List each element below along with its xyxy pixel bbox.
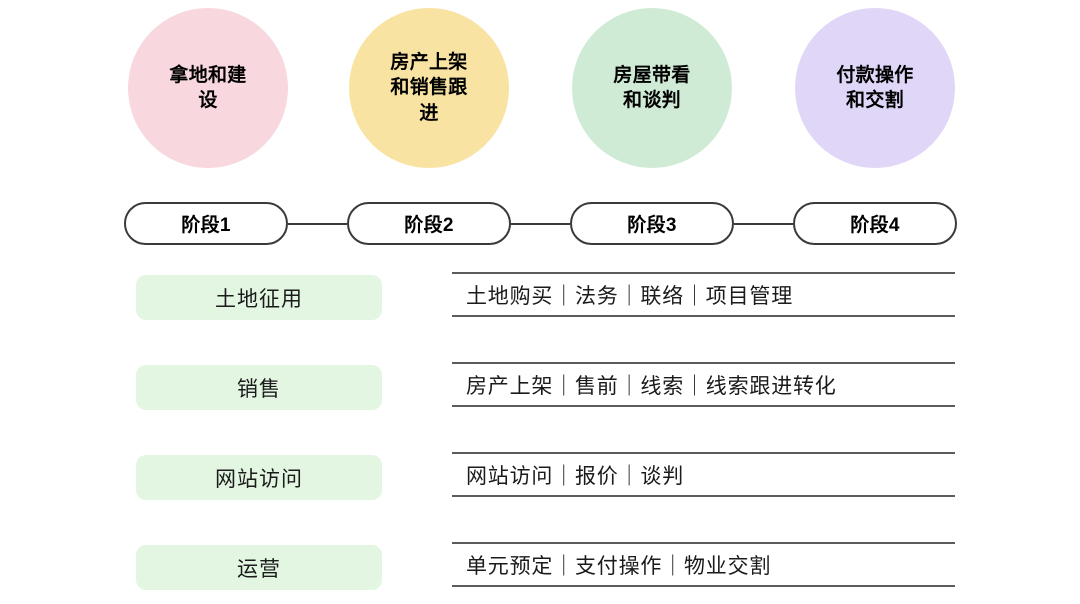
phase-circle-4-label: 付款操作 和交割: [836, 64, 914, 111]
stage-connector-3-4: [734, 223, 793, 225]
detail-box-4[interactable]: 单元预定｜支付操作｜物业交割: [452, 542, 955, 587]
detail-row: 土地征用 土地购买｜法务｜联络｜项目管理: [0, 265, 1080, 355]
stage-pill-3-label: 阶段3: [627, 215, 677, 236]
detail-box-3[interactable]: 网站访问｜报价｜谈判: [452, 452, 955, 497]
category-chip-1-label: 土地征用: [215, 287, 303, 311]
detail-box-1-text: 土地购买｜法务｜联络｜项目管理: [466, 284, 793, 308]
detail-row: 运营 单元预定｜支付操作｜物业交割: [0, 535, 1080, 599]
phase-circle-1[interactable]: 拿地和建 设: [128, 8, 288, 168]
stage-connector-1-2: [288, 223, 347, 225]
phase-circle-row: 拿地和建 设 房产上架 和销售跟 进 房屋带看 和谈判 付款操作 和交割: [0, 0, 1080, 180]
category-chip-3-label: 网站访问: [215, 467, 303, 491]
detail-row: 销售 房产上架｜售前｜线索｜线索跟进转化: [0, 355, 1080, 445]
phase-circle-2[interactable]: 房产上架 和销售跟 进: [349, 8, 509, 168]
category-chip-4[interactable]: 运营: [136, 545, 382, 590]
stage-pill-3[interactable]: 阶段3: [570, 202, 734, 245]
detail-box-2[interactable]: 房产上架｜售前｜线索｜线索跟进转化: [452, 362, 955, 407]
stage-pill-1[interactable]: 阶段1: [124, 202, 288, 245]
category-chip-2-label: 销售: [237, 377, 281, 401]
stage-pill-4[interactable]: 阶段4: [793, 202, 957, 245]
category-chip-3[interactable]: 网站访问: [136, 455, 382, 500]
category-chip-2[interactable]: 销售: [136, 365, 382, 410]
stage-pill-1-label: 阶段1: [181, 215, 231, 236]
stage-pill-4-label: 阶段4: [850, 215, 900, 236]
detail-box-3-text: 网站访问｜报价｜谈判: [466, 464, 684, 488]
phase-circle-4[interactable]: 付款操作 和交割: [795, 8, 955, 168]
stage-pill-2-label: 阶段2: [404, 215, 454, 236]
phase-circle-2-label: 房产上架 和销售跟 进: [390, 52, 468, 124]
detail-box-2-text: 房产上架｜售前｜线索｜线索跟进转化: [466, 374, 837, 398]
phase-circle-3[interactable]: 房屋带看 和谈判: [572, 8, 732, 168]
detail-row: 网站访问 网站访问｜报价｜谈判: [0, 445, 1080, 535]
phase-circle-3-label: 房屋带看 和谈判: [613, 64, 691, 111]
phase-circle-1-label: 拿地和建 设: [169, 64, 247, 111]
detail-box-1[interactable]: 土地购买｜法务｜联络｜项目管理: [452, 272, 955, 317]
stage-pill-2[interactable]: 阶段2: [347, 202, 511, 245]
detail-row-list: 土地征用 土地购买｜法务｜联络｜项目管理 销售 房产上架｜售前｜线索｜线索跟进转…: [0, 265, 1080, 599]
stage-pill-row: 阶段1 阶段2 阶段3 阶段4: [0, 202, 1080, 246]
category-chip-1[interactable]: 土地征用: [136, 275, 382, 320]
category-chip-4-label: 运营: [237, 557, 281, 581]
detail-box-4-text: 单元预定｜支付操作｜物业交割: [466, 554, 772, 578]
stage-connector-2-3: [511, 223, 570, 225]
